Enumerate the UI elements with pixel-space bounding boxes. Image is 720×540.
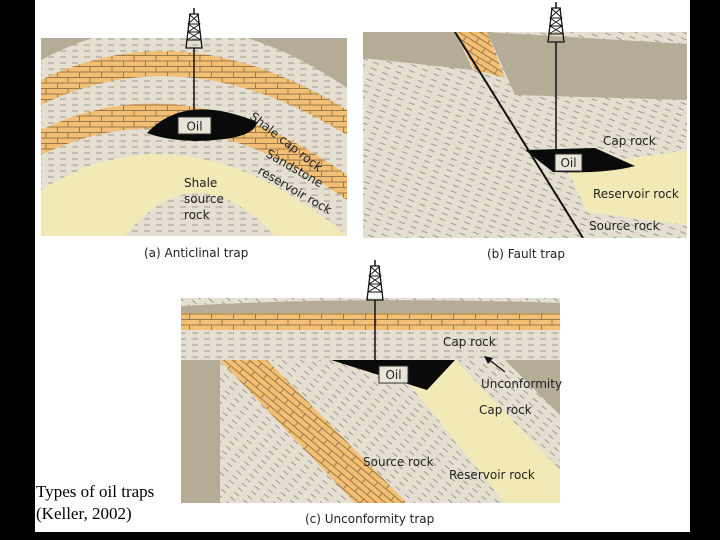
limestone-band-lower [41, 103, 347, 200]
oil-label-b: Oil [560, 156, 576, 170]
shale-source-core [125, 193, 275, 236]
cap-rock-label-b: Cap rock [603, 134, 656, 148]
oil-derrick-icon [547, 2, 565, 43]
reservoir-rock-label-c: Reservoir rock [449, 468, 535, 482]
overburden-right-b [487, 32, 687, 100]
oil-derrick-icon [185, 8, 203, 49]
arrow-head-icon [484, 356, 493, 364]
oil-label-box-b [554, 153, 583, 172]
slide: Oil Shale cap rock Sandstone reservoir r… [35, 0, 690, 532]
caption-fault: (b) Fault trap [487, 247, 565, 261]
shale-source-label-1: Shale [184, 176, 217, 190]
reservoir-rock-label-b: Reservoir rock [593, 187, 679, 201]
fault-trap-panel [363, 32, 687, 238]
overburden-left-b [363, 32, 473, 70]
overburden-c [181, 300, 560, 313]
reservoir-sandstone-c [390, 360, 560, 503]
unconformity-trap-panel [181, 298, 560, 503]
limestone-horizontal-c [181, 313, 560, 330]
oil-trap-diagrams: Oil Shale cap rock Sandstone reservoir r… [41, 2, 687, 526]
oil-label-c: Oil [385, 368, 401, 382]
unconformity-label: Unconformity [481, 377, 562, 391]
overburden-a [41, 38, 347, 88]
cap-rock-horizontal-c [181, 330, 560, 360]
oil-label-a: Oil [186, 120, 202, 134]
figure-credit: Types of oil traps (Keller, 2002) [36, 481, 154, 525]
cap-rock-label-c: Cap rock [479, 403, 532, 417]
cap-rock-top-label-c: Cap rock [443, 335, 496, 349]
fault-line [454, 32, 584, 238]
anticlinal-trap-panel [41, 38, 347, 236]
oil-label-box-a [177, 116, 212, 135]
oil-label-box-c [378, 365, 409, 384]
credit-line-1: Types of oil traps [36, 482, 155, 501]
caption-unconformity: (c) Unconformity trap [305, 512, 434, 526]
shale-source-label-3: rock [184, 208, 210, 222]
shale-source-label-2: source [184, 192, 224, 206]
limestone-left-b [455, 32, 505, 78]
overburden-lower-right-c [505, 360, 560, 415]
credit-line-2: (Keller, 2002) [36, 504, 132, 523]
oil-derrick-icon [366, 260, 384, 301]
caption-anticlinal: (a) Anticlinal trap [144, 246, 248, 260]
limestone-tilted-c [220, 360, 407, 503]
source-rock-label-b: Source rock [589, 219, 660, 233]
limestone-band-upper [41, 51, 347, 135]
overburden-lower-left-c [181, 360, 220, 503]
source-rock-label-c: Source rock [363, 455, 434, 469]
